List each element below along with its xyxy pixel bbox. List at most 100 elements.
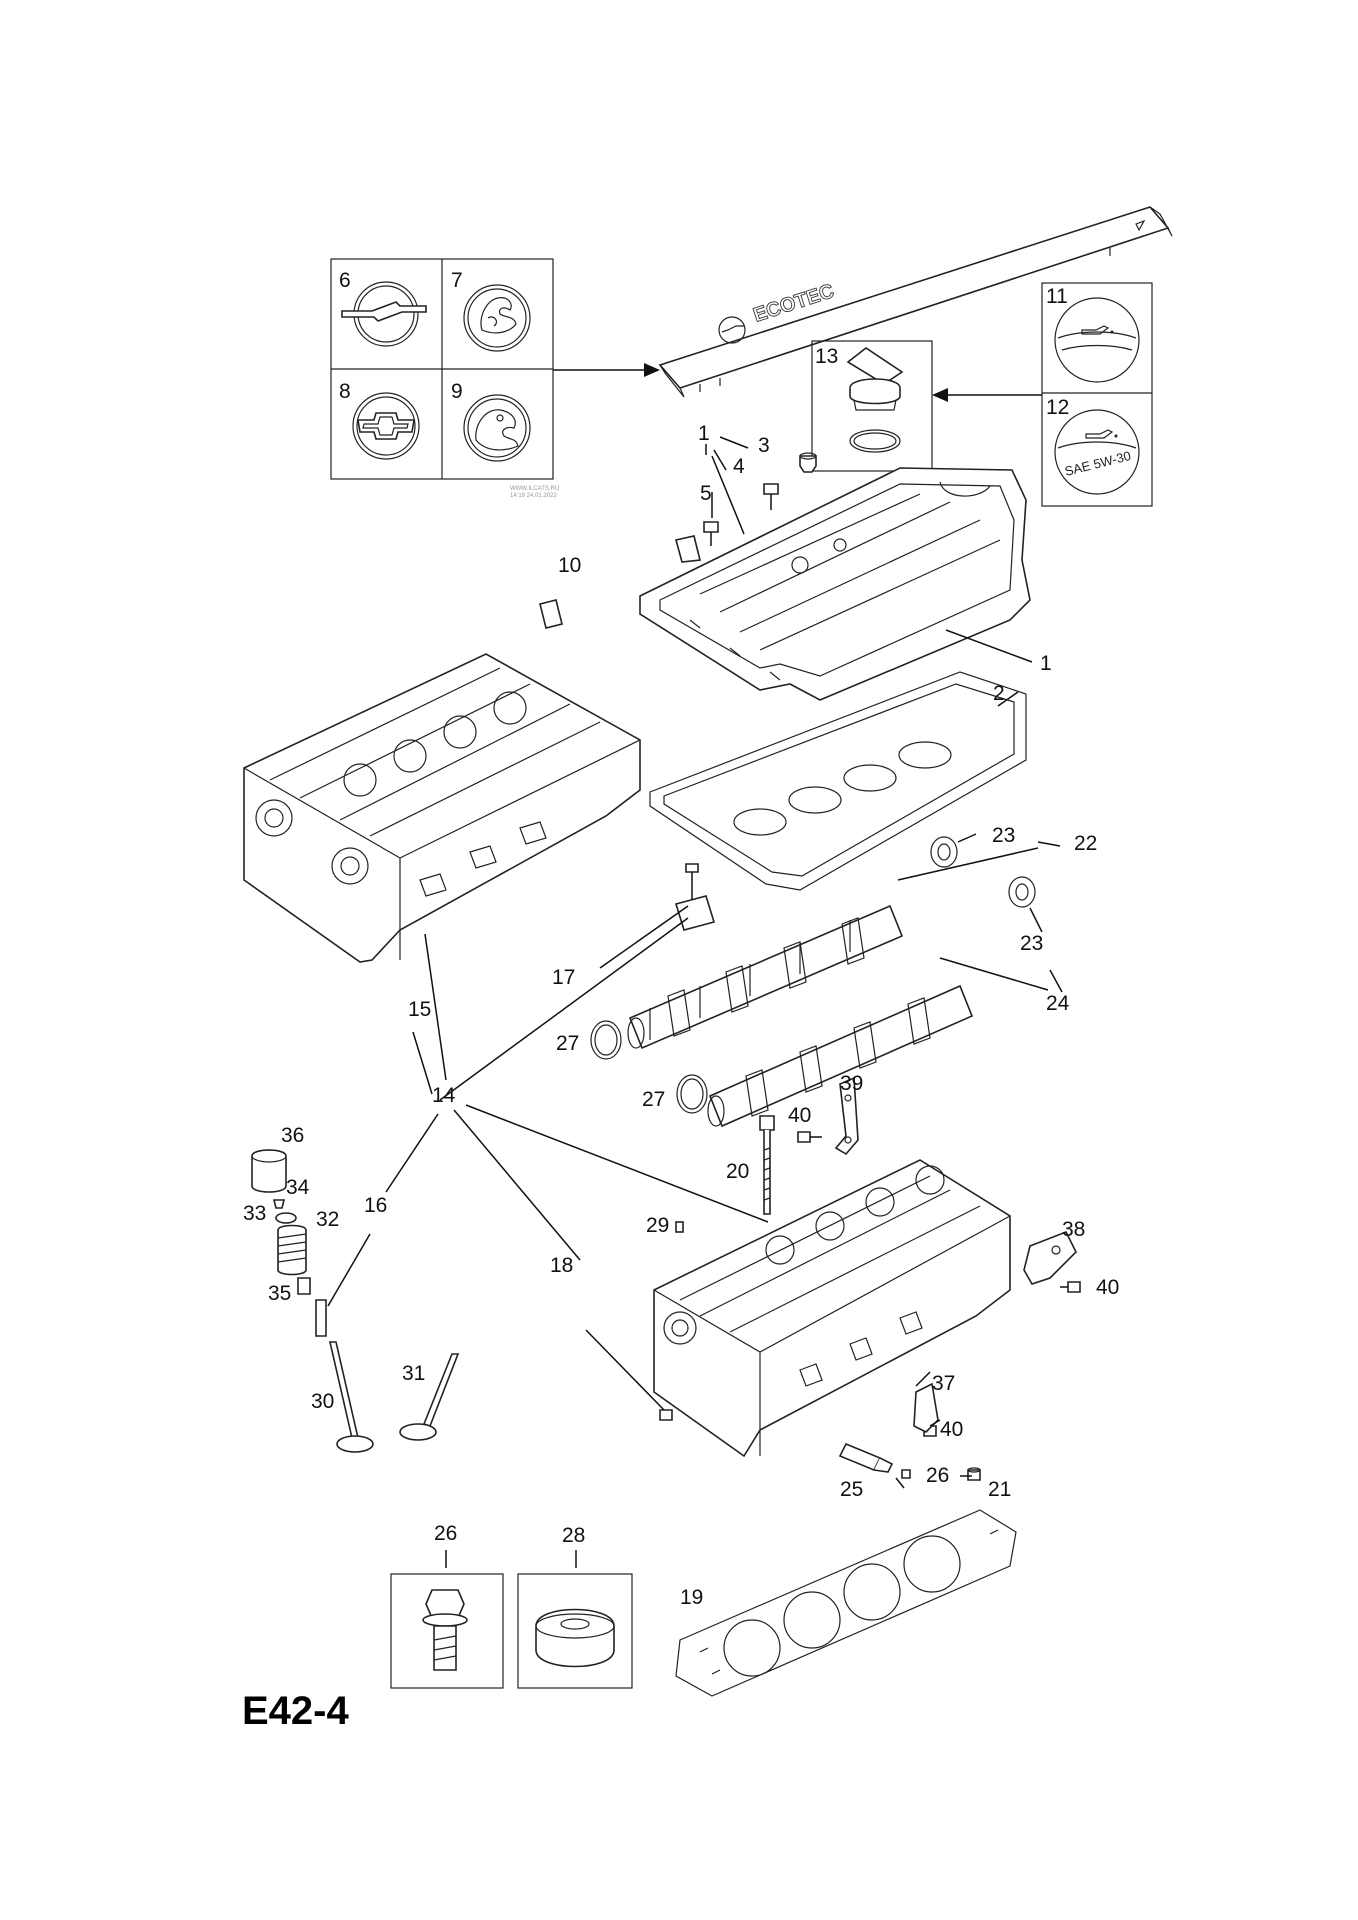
callout-21: 21 xyxy=(988,1478,1011,1501)
watermark-line-1: WWW.ILCATS.RU xyxy=(510,486,559,492)
opel-logo-icon xyxy=(341,281,427,347)
cylinder-head-upper xyxy=(243,653,641,963)
head-gasket xyxy=(675,1509,1017,1697)
callout-1-side: 1 xyxy=(1040,652,1052,675)
callout-12: 12 xyxy=(1046,396,1069,419)
emblem-arrow xyxy=(553,363,660,377)
callout-14: 14 xyxy=(432,1084,456,1107)
callout-3: 3 xyxy=(758,434,770,457)
oil-can-icon-2 xyxy=(1085,429,1118,439)
callout-38: 38 xyxy=(1062,1218,1085,1241)
bracket-37 xyxy=(913,1382,939,1433)
callout-27-a: 27 xyxy=(556,1032,579,1055)
oil-can-icon xyxy=(1081,325,1114,335)
callout-13: 13 xyxy=(815,345,838,368)
callout-6: 6 xyxy=(339,269,351,292)
callout-1-top: 1 xyxy=(698,422,710,445)
chevrolet-bowtie-icon xyxy=(352,392,420,460)
cap-arrow xyxy=(932,388,1042,402)
callout-39: 39 xyxy=(840,1072,863,1095)
camshaft-intake xyxy=(707,984,974,1128)
camshaft-seal-27b xyxy=(676,1074,708,1114)
callout-5: 5 xyxy=(700,482,712,505)
callout-36: 36 xyxy=(281,1124,304,1147)
callout-40-lower: 40 xyxy=(940,1418,963,1441)
callout-34: 34 xyxy=(286,1176,310,1199)
callout-30: 30 xyxy=(311,1390,334,1413)
callout-40-top: 40 xyxy=(788,1104,811,1127)
vauxhall-griffin-icon xyxy=(463,284,531,352)
oil-cap-variants-box: SAE 5W-30 xyxy=(1041,282,1153,507)
camshaft-exhaust xyxy=(627,904,904,1050)
bolt-26-box xyxy=(390,1573,504,1689)
bolt-40a xyxy=(797,1131,822,1143)
bearing-cap-17 xyxy=(674,863,716,931)
callout-9: 9 xyxy=(451,380,463,403)
camshaft-seal-23b xyxy=(1008,876,1036,908)
callout-4: 4 xyxy=(733,455,745,478)
callout-37: 37 xyxy=(932,1372,955,1395)
callout-15: 15 xyxy=(408,998,431,1021)
bolt-3 xyxy=(799,452,817,473)
head-bolt-20 xyxy=(759,1115,775,1215)
callout-2: 2 xyxy=(993,682,1005,705)
holden-lion-icon xyxy=(463,394,531,462)
callout-20: 20 xyxy=(726,1160,749,1183)
retainer-33 xyxy=(275,1212,297,1224)
oil-filler-cap-box xyxy=(811,340,933,472)
dowel-29 xyxy=(675,1221,684,1233)
callout-26-small: 26 xyxy=(926,1464,949,1487)
plug-21 xyxy=(967,1467,981,1481)
callout-25: 25 xyxy=(840,1478,863,1501)
callout-10: 10 xyxy=(558,554,581,577)
callout-11: 11 xyxy=(1046,285,1068,308)
bolt-4 xyxy=(763,483,779,510)
plug-28-box xyxy=(517,1573,633,1689)
cap-lettering: SAE 5W-30 xyxy=(1063,448,1132,479)
leader-lines xyxy=(327,436,1063,1568)
bolt-40b xyxy=(1060,1281,1081,1293)
camshaft-seal-27a xyxy=(590,1020,622,1060)
callout-33: 33 xyxy=(243,1202,266,1225)
plug-18 xyxy=(659,1409,673,1421)
engine-top-cover: ECOTEC xyxy=(658,206,1173,398)
bolt-26-small xyxy=(901,1469,911,1479)
tappet-36 xyxy=(251,1149,287,1193)
spring-32 xyxy=(277,1224,307,1276)
callout-17: 17 xyxy=(552,966,575,989)
bracket-38 xyxy=(1023,1230,1077,1285)
callout-26-box: 26 xyxy=(434,1522,457,1545)
control-valve-25 xyxy=(838,1442,894,1473)
rocker-cover xyxy=(639,467,1031,701)
bolt-5 xyxy=(703,521,719,546)
emblem-variants-box xyxy=(330,258,554,480)
valve-31 xyxy=(399,1353,460,1441)
diagram-code: E42-4 xyxy=(242,1689,349,1733)
camshaft-seal-23a xyxy=(930,836,958,868)
watermark-line-2: 14:19 24.01.2022 xyxy=(510,493,557,499)
callout-labels: 6 7 8 9 11 12 13 1 3 4 5 10 1 2 23 22 23… xyxy=(243,269,1119,1609)
callout-23-top: 23 xyxy=(992,824,1015,847)
callout-32: 32 xyxy=(316,1208,339,1231)
callout-7: 7 xyxy=(451,269,463,292)
callout-24: 24 xyxy=(1046,992,1070,1015)
callout-28: 28 xyxy=(562,1524,585,1547)
callout-23-lower: 23 xyxy=(1020,932,1043,955)
valve-guide-16 xyxy=(315,1299,327,1337)
callout-19: 19 xyxy=(680,1586,703,1609)
rocker-cover-gasket xyxy=(649,671,1027,891)
collet-34 xyxy=(272,1199,286,1209)
bracket-39 xyxy=(834,1076,859,1156)
breather-hose xyxy=(539,535,701,629)
callout-27-b: 27 xyxy=(642,1088,665,1111)
callout-31: 31 xyxy=(402,1362,425,1385)
callout-35: 35 xyxy=(268,1282,291,1305)
callout-29: 29 xyxy=(646,1214,669,1237)
callout-16: 16 xyxy=(364,1194,387,1217)
cylinder-head-assembly xyxy=(653,1159,1011,1458)
callout-40-right: 40 xyxy=(1096,1276,1119,1299)
callout-22: 22 xyxy=(1074,832,1097,855)
callout-8: 8 xyxy=(339,380,351,403)
callout-18: 18 xyxy=(550,1254,573,1277)
